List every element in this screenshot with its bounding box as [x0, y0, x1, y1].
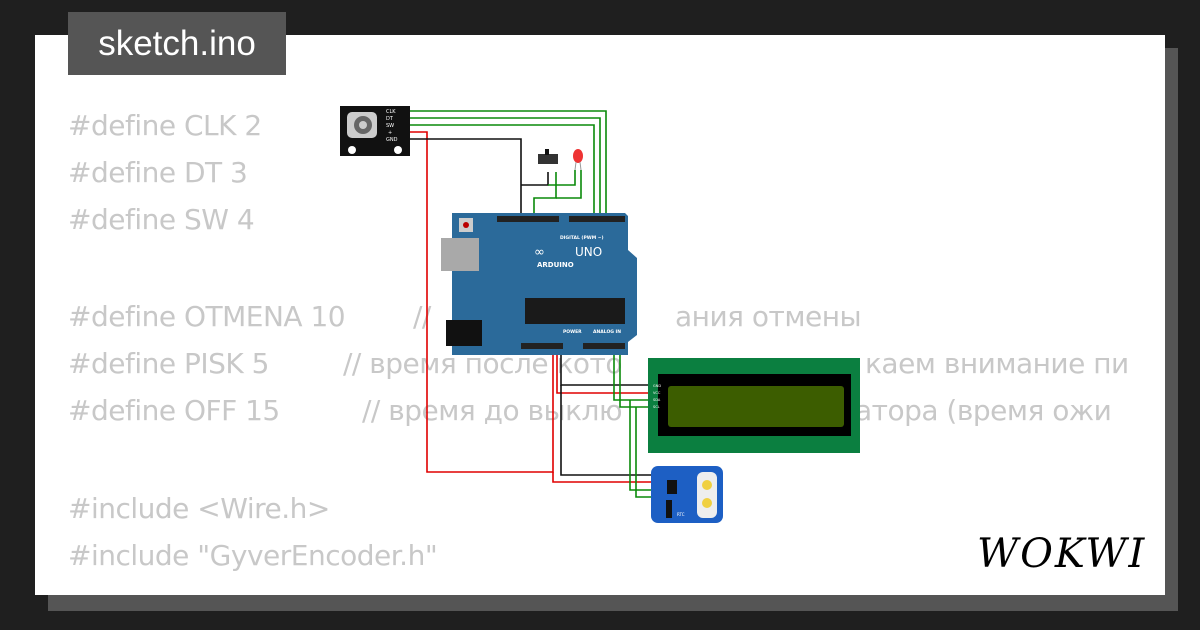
- red-led: [573, 149, 583, 171]
- pin-label: GND: [386, 137, 398, 143]
- wire-led: [548, 170, 576, 186]
- pin-label: DT: [386, 116, 394, 122]
- code-line: #include <Wire.h>: [68, 492, 330, 525]
- slide-switch: [538, 149, 558, 164]
- power-label: POWER: [563, 329, 582, 335]
- pin-label: SDA: [653, 398, 661, 402]
- arduino-model: UNO: [575, 245, 602, 259]
- pin-label: VCC: [653, 391, 661, 395]
- arduino-brand: ARDUINO: [537, 261, 574, 269]
- wokwi-logo: WOKWI: [977, 531, 1146, 575]
- wire-lcd-scl: [619, 345, 652, 408]
- wire-switch-d: [533, 172, 557, 214]
- wire-dt: [410, 117, 601, 214]
- digital-label: DIGITAL (PWM ~): [560, 235, 604, 241]
- pin-label: SW: [386, 123, 394, 129]
- lcd-display: GND VCC SDA SCL: [648, 358, 860, 453]
- code-comment: ания отмены: [675, 300, 862, 333]
- code-line: #define OFF 15: [68, 394, 280, 427]
- rtc-module: RTC: [651, 466, 723, 523]
- wire-rtc-gnd: [560, 385, 652, 476]
- rotary-encoder: CLK DT SW + GND: [340, 106, 410, 156]
- wokwi-logo-text: WOKWI: [977, 531, 1146, 575]
- pin-label: SCL: [653, 405, 660, 409]
- code-line: #define DT 3: [68, 156, 248, 189]
- code-line: #define OTMENA 10: [68, 300, 346, 333]
- wire-rtc-vcc: [552, 472, 652, 483]
- code-line: #define CLK 2: [68, 109, 262, 142]
- pin-label: GND: [653, 384, 661, 388]
- analog-label: ANALOG IN: [593, 329, 621, 335]
- wire-sw: [410, 124, 595, 214]
- code-line: #include "GyverEncoder.h": [68, 539, 438, 572]
- wire-lcd-sda: [613, 345, 652, 401]
- pin-label: +: [388, 130, 392, 136]
- rtc-label: RTC: [677, 512, 685, 517]
- file-tab[interactable]: sketch.ino: [68, 12, 286, 75]
- code-comment: каем внимание пи: [865, 347, 1129, 380]
- code-view: #define CLK 2 #define DT 3 #define SW 4 …: [68, 35, 438, 572]
- wire-vcc: [410, 131, 554, 473]
- wire-rtc-sda: [629, 400, 652, 491]
- code-line: #define PISK 5: [68, 347, 269, 380]
- pin-label: CLK: [386, 109, 396, 115]
- code-line: #define SW 4: [68, 203, 255, 236]
- wire-switch: [521, 172, 549, 186]
- wire-clk: [410, 110, 607, 214]
- arduino-uno: ARDUINO UNO DIGITAL (PWM ~) POWER ANALOG…: [441, 213, 637, 355]
- code-comment: // время до выклю: [362, 394, 623, 427]
- wire-gnd: [410, 138, 522, 214]
- svg-text:∞: ∞: [534, 245, 545, 260]
- code-comment: атора (время ожи: [855, 394, 1112, 427]
- wire-rtc-scl: [635, 407, 652, 498]
- wire-led-b: [556, 170, 582, 199]
